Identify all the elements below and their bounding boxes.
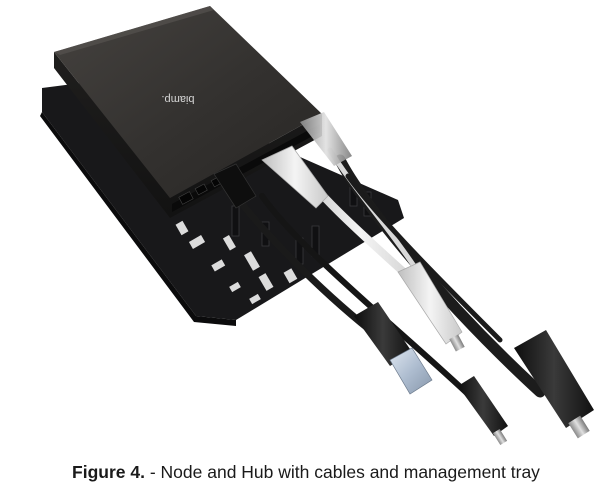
figure-caption-text: - Node and Hub with cables and managemen… (144, 462, 540, 482)
device-logo: biamp. (161, 93, 194, 105)
node-device: biamp. (54, 6, 322, 218)
product-illustration: biamp. (40, 6, 594, 446)
connectors (213, 112, 594, 446)
figure-caption: Figure 4. - Node and Hub with cables and… (0, 462, 612, 483)
figure-label: Figure 4. (72, 462, 145, 482)
